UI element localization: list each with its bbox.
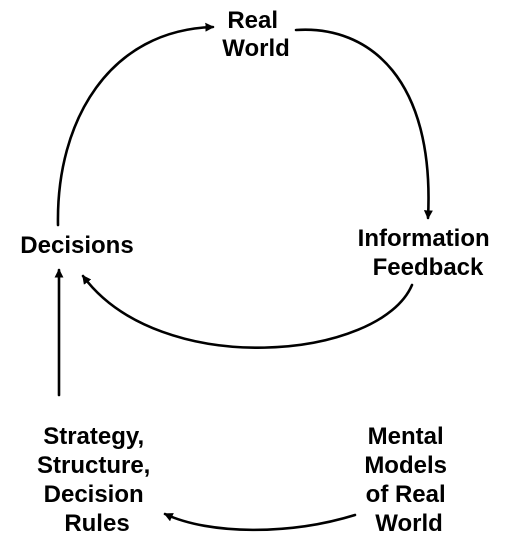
arrow-real-world-to-information-feedback [294, 28, 433, 220]
node-real-world-line-1: Real [227, 7, 278, 34]
arrow-mental-models-to-strategy [163, 512, 357, 532]
node-mental-models-line-1: Mental [368, 423, 444, 450]
node-strategy-line-3: Decision [44, 481, 144, 508]
arrow-decisions-to-real-world [56, 22, 215, 227]
node-mental-models-of-real-world: Mental Models of Real World [364, 423, 453, 537]
node-information-feedback-line-2: Feedback [373, 254, 484, 281]
node-decisions: Decisions [20, 232, 133, 259]
node-mental-models-line-2: Models [364, 452, 447, 479]
node-information-feedback: Information Feedback [358, 225, 497, 281]
node-real-world: Real World [222, 7, 290, 62]
node-mental-models-line-3: of Real [366, 481, 446, 508]
node-real-world-line-2: World [222, 35, 290, 62]
node-strategy-line-1: Strategy, [43, 423, 144, 450]
node-mental-models-line-4: World [375, 510, 443, 537]
arrow-information-feedback-to-decisions [81, 274, 414, 349]
node-information-feedback-line-1: Information [358, 225, 490, 252]
node-decisions-line-1: Decisions [20, 232, 133, 259]
node-strategy-line-2: Structure, [37, 452, 150, 479]
node-strategy-line-4: Rules [64, 510, 129, 537]
node-strategy-structure-decision-rules: Strategy, Structure, Decision Rules [37, 423, 157, 537]
